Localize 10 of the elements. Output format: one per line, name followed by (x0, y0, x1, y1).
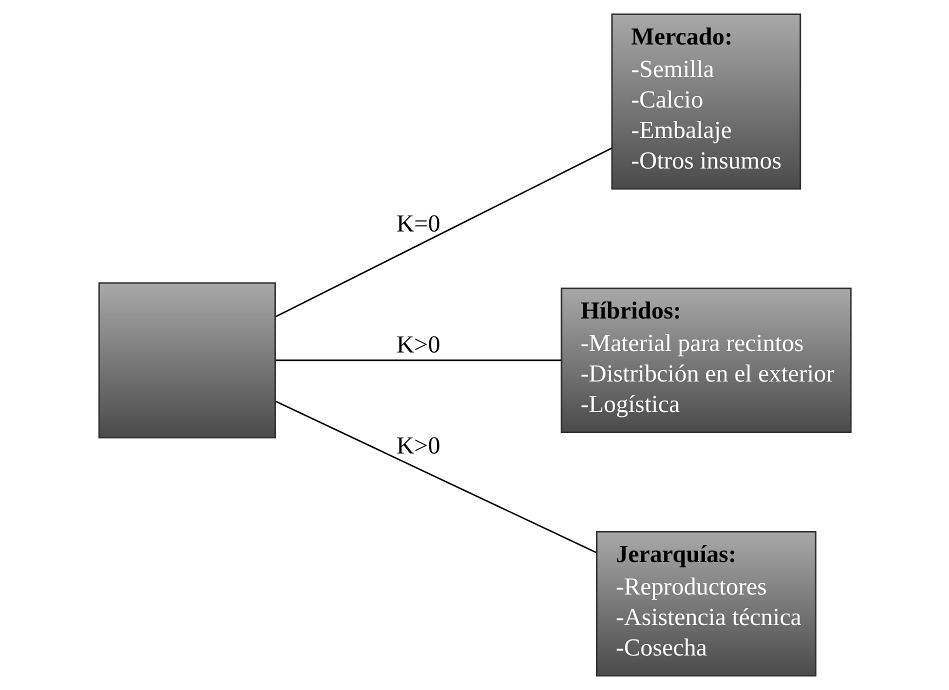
connector (275, 360, 561, 362)
edge-label: K=0 (396, 210, 440, 238)
connector (274, 148, 612, 318)
edge-label: K>0 (396, 432, 440, 460)
node-box: Híbridos: -Material para recintos -Distribción en el exterior -Logística (560, 288, 852, 434)
connector (274, 400, 596, 554)
node-box: Jerarquías: -Reproductores -Asistencia técnica -Cosecha (595, 531, 816, 676)
node-box: Mercado: -Semilla -Calcio -Embalaje -Otros insumos (610, 14, 801, 190)
edge-label: K>0 (396, 331, 440, 358)
node-box (98, 282, 276, 438)
